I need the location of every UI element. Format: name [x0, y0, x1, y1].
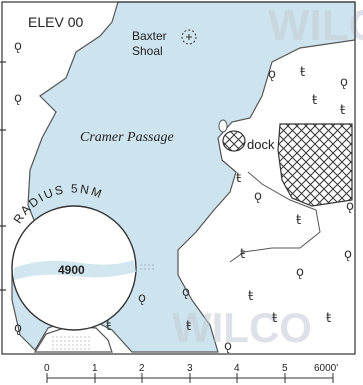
shrub-icon: ŧ — [106, 319, 111, 334]
scale-bar: 0 1 2 3 4 5 6000' — [44, 363, 338, 383]
watermark-bottom: WILCO — [172, 304, 312, 351]
tree-icon: ǫ — [224, 339, 232, 354]
scale-tick-label: 6000' — [314, 363, 338, 374]
shrub-icon: ŧ — [326, 311, 331, 326]
radius-circle — [11, 205, 137, 331]
tree-icon: ǫ — [14, 91, 22, 106]
east-coast-line — [229, 171, 321, 263]
land-symbols: ǫ ǫ ǫ ǫ ŧ ǫ ŧ ŧ ŧ ǫ ŧ ǫ ŧ ǫ ǫ ǫ ŧ ǫ ŧ ǫ … — [14, 39, 354, 354]
watermark-top: WILCO — [268, 1, 363, 50]
scale-tick-label: 2 — [139, 363, 145, 374]
radius-value: 4900 — [58, 263, 85, 277]
tree-icon: ǫ — [296, 265, 304, 280]
elevation-label: ELEV 00 — [28, 14, 83, 30]
tree-icon: ǫ — [346, 199, 354, 214]
dock-label: dock — [247, 137, 275, 152]
scale-tick-label: 3 — [187, 363, 193, 374]
shrub-icon: ŧ — [248, 289, 253, 304]
tree-icon: ǫ — [268, 67, 276, 82]
circle-stipple — [140, 262, 156, 270]
tree-icon: ǫ — [182, 285, 190, 300]
shrub-icon: ŧ — [272, 311, 277, 326]
dock-islet — [222, 130, 246, 152]
scale-tick-label: 1 — [92, 363, 98, 374]
shrub-icon: ŧ — [240, 247, 245, 262]
shrub-icon: ŧ — [236, 171, 241, 186]
scale-tick-label: 0 — [44, 363, 50, 374]
tree-icon: ǫ — [138, 291, 146, 306]
shoal-label-line1: Baxter — [132, 29, 167, 43]
shoal-label-line2: Shoal — [132, 44, 163, 58]
tree-icon: ǫ — [344, 247, 352, 262]
shoal-marker-icon — [181, 29, 197, 45]
shrub-icon: ŧ — [340, 103, 345, 118]
scale-tick-label: 4 — [234, 363, 240, 374]
shrub-icon: ŧ — [296, 213, 301, 228]
passage-label: Cramer Passage — [80, 130, 174, 145]
tree-icon: ǫ — [340, 75, 348, 90]
south-stipple — [52, 336, 92, 350]
islet — [218, 119, 228, 133]
tree-icon: ǫ — [14, 321, 22, 336]
tree-icon: ǫ — [14, 39, 22, 54]
tree-icon: ǫ — [254, 189, 262, 204]
shrub-icon: ŧ — [300, 65, 305, 80]
frame-ticks — [0, 61, 6, 291]
map-frame — [1, 1, 356, 355]
shrub-icon: ŧ — [312, 93, 317, 108]
shrub-icon: ŧ — [186, 319, 191, 334]
restricted-area — [277, 123, 353, 207]
scale-tick-label: 5 — [282, 363, 288, 374]
